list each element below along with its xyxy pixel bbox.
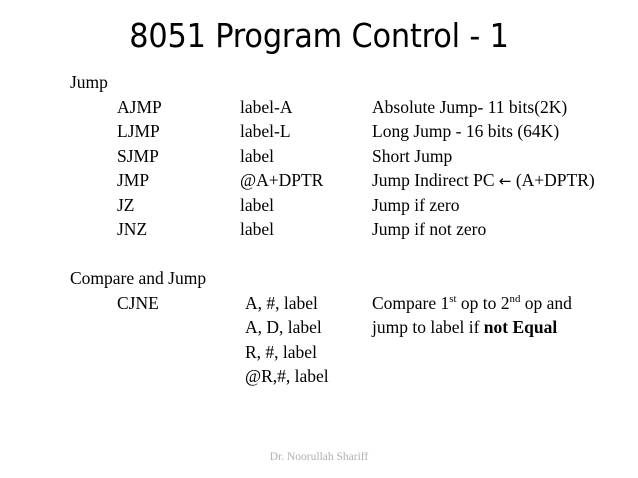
description-part-2: op to 2	[456, 292, 510, 313]
description-part-3: op and	[520, 292, 572, 313]
instruction-operand: label	[240, 219, 275, 239]
instruction-row: @R,#, label	[70, 364, 630, 389]
instruction-mnemonic: AJMP	[117, 96, 162, 117]
instruction-operand: A, #, label	[245, 292, 318, 313]
instruction-row: JNZ label Jump if not zero	[70, 217, 630, 242]
instruction-row: R, #, label	[70, 340, 630, 365]
instruction-operand: label-A	[240, 96, 293, 117]
instruction-description: Jump if zero	[372, 194, 460, 215]
instruction-description: Long Jump - 16 bits (64K)	[372, 121, 560, 141]
description-suffix: (A+DPTR)	[511, 170, 595, 190]
instruction-operand: A, D, label	[245, 317, 322, 337]
instruction-description: jump to label if not Equal	[372, 315, 557, 340]
instruction-operand: label	[240, 145, 275, 166]
instruction-row: LJMP label-L Long Jump - 16 bits (64K)	[70, 119, 630, 144]
instruction-description: Short Jump	[372, 145, 453, 166]
instruction-mnemonic: SJMP	[117, 145, 159, 166]
ordinal-suffix-second: nd	[509, 292, 521, 305]
instruction-row: SJMP label Short Jump	[70, 144, 630, 169]
instruction-description: Jump Indirect PC ← (A+DPTR)	[372, 168, 595, 194]
instruction-row: AJMP label-A Absolute Jump- 11 bits(2K)	[70, 95, 630, 120]
instruction-mnemonic: JNZ	[117, 219, 148, 239]
instruction-description: Compare 1st op to 2nd op and	[372, 291, 572, 316]
description-part-1: jump to label if	[372, 317, 484, 337]
instruction-mnemonic: JZ	[117, 194, 135, 215]
instruction-operand: @R,#, label	[245, 366, 329, 386]
section-heading-compare-and-jump: Compare and Jump	[70, 268, 207, 288]
ordinal-suffix-first: st	[449, 292, 457, 305]
instruction-description: Jump if not zero	[372, 219, 487, 239]
instruction-operand: R, #, label	[245, 341, 317, 362]
instruction-row: JZ label Jump if zero	[70, 193, 630, 218]
section-heading-jump: Jump	[70, 72, 108, 92]
instruction-row: A, D, label jump to label if not Equal	[70, 315, 630, 340]
footer-credit: Dr. Noorullah Shariff	[269, 451, 369, 463]
instruction-row: CJNE A, #, label Compare 1st op to 2nd o…	[70, 291, 630, 316]
instruction-operand: label	[240, 194, 275, 215]
description-part-1: Compare 1	[372, 292, 450, 313]
instruction-row: JMP @A+DPTR Jump Indirect PC ← (A+DPTR)	[70, 168, 630, 193]
instruction-mnemonic: LJMP	[117, 121, 160, 141]
instruction-mnemonic: CJNE	[117, 292, 159, 313]
description-emphasis: not Equal	[483, 317, 558, 337]
instruction-operand: @A+DPTR	[240, 170, 324, 190]
instruction-operand: label-L	[240, 121, 291, 141]
left-arrow-icon: ←	[498, 172, 512, 190]
section-spacer	[70, 242, 630, 267]
instruction-description: Absolute Jump- 11 bits(2K)	[372, 96, 568, 117]
instruction-mnemonic: JMP	[117, 170, 150, 190]
page-title: 8051 Program Control - 1	[129, 16, 509, 55]
slide-body: Jump AJMP label-A Absolute Jump- 11 bits…	[70, 70, 630, 389]
description-prefix: Jump Indirect PC	[372, 170, 499, 190]
